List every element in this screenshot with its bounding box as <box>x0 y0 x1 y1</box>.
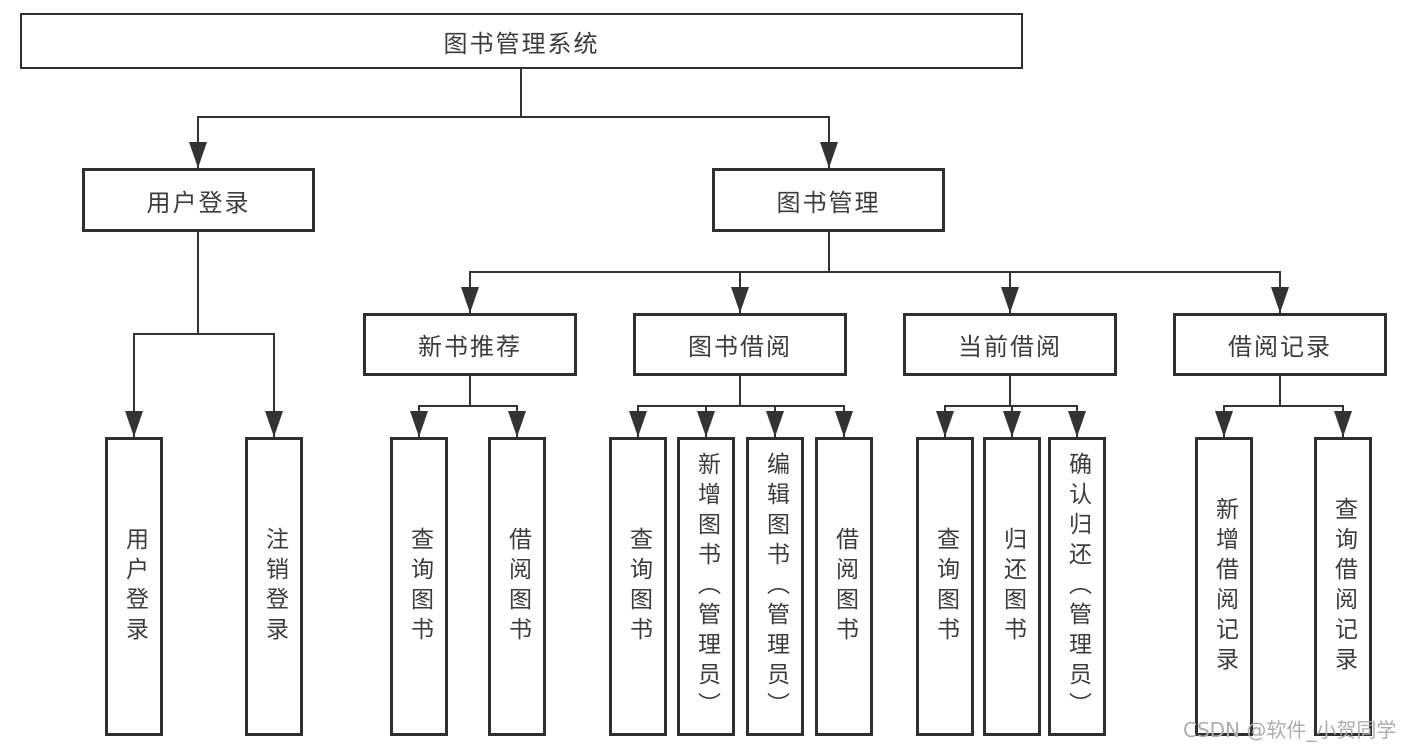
arrow-down-icon <box>1334 411 1352 437</box>
csdn-watermark: CSDN @软件_小贺同学 <box>1183 718 1397 742</box>
node-label: 新增借阅记录 <box>1211 496 1238 677</box>
leaf-edit-book-admin: 编辑图书（管理员） <box>746 437 804 736</box>
connector-book-management-stub <box>828 232 830 272</box>
arrow-down-icon <box>410 411 428 437</box>
connector-new-book-recommend-rail <box>419 405 517 407</box>
connector-new-book-recommend-stub <box>469 376 471 406</box>
node-label: 查询图书 <box>625 526 652 647</box>
connector-user-login-stub <box>197 232 199 334</box>
connector-root-rail <box>198 116 829 118</box>
connector-book-management-rail <box>470 271 1280 273</box>
connector-drop-leaf-user-login <box>133 333 135 437</box>
leaf-logout: 注销登录 <box>245 437 303 736</box>
arrow-down-icon <box>1271 287 1289 313</box>
arrow-down-icon <box>835 411 853 437</box>
connector-drop-leaf-logout <box>273 333 275 437</box>
node-current-borrow: 当前借阅 <box>903 313 1117 376</box>
node-label: 归还图书 <box>999 526 1026 647</box>
node-label: 编辑图书（管理员） <box>762 451 789 722</box>
connector-root-trunk <box>520 69 522 117</box>
node-label: 查询借阅记录 <box>1330 496 1357 677</box>
node-label: 用户登录 <box>146 188 251 217</box>
arrow-down-icon <box>629 411 647 437</box>
arrow-down-icon <box>936 411 954 437</box>
arrow-down-icon <box>731 287 749 313</box>
leaf-borrow-books: 借阅图书 <box>815 437 873 736</box>
leaf-user-login: 用户登录 <box>105 437 163 736</box>
arrow-down-icon <box>265 411 283 437</box>
leaf-query-books-borrow: 查询图书 <box>609 437 667 736</box>
node-label: 图书管理 <box>776 188 881 217</box>
arrow-down-icon <box>1001 287 1019 313</box>
leaf-return-books: 归还图书 <box>983 437 1041 736</box>
connector-book-borrow-rail <box>638 405 844 407</box>
node-label: 确认归还（管理员） <box>1064 451 1091 722</box>
arrow-down-icon <box>766 411 784 437</box>
arrow-down-icon <box>461 287 479 313</box>
arrow-down-icon <box>125 411 143 437</box>
connector-borrow-records-stub <box>1279 376 1281 406</box>
connector-book-borrow-stub <box>739 376 741 406</box>
node-label: 查询图书 <box>406 526 433 647</box>
leaf-confirm-return-admin: 确认归还（管理员） <box>1048 437 1106 736</box>
node-label: 用户登录 <box>121 526 148 647</box>
node-label: 查询图书 <box>932 526 959 647</box>
node-label: 新增图书（管理员） <box>693 451 720 722</box>
node-book-borrow: 图书借阅 <box>633 313 847 376</box>
leaf-query-borrow-record: 查询借阅记录 <box>1314 437 1372 736</box>
leaf-add-borrow-record: 新增借阅记录 <box>1195 437 1253 736</box>
node-label: 图书借阅 <box>688 333 792 361</box>
leaf-borrow-books-recommend: 借阅图书 <box>488 437 546 736</box>
node-new-book-recommend: 新书推荐 <box>363 313 577 376</box>
connector-borrow-records-rail <box>1224 405 1343 407</box>
node-label: 借阅图书 <box>504 526 531 647</box>
arrow-down-icon <box>820 142 838 168</box>
leaf-query-books-recommend: 查询图书 <box>390 437 448 736</box>
arrow-down-icon <box>1068 411 1086 437</box>
leaf-add-book-admin: 新增图书（管理员） <box>677 437 735 736</box>
node-label: 借阅图书 <box>831 526 858 647</box>
node-label: 新书推荐 <box>418 333 522 361</box>
arrow-down-icon <box>1215 411 1233 437</box>
connector-user-login-rail <box>134 333 274 335</box>
node-library-management-system: 图书管理系统 <box>20 13 1023 69</box>
leaf-query-books-current: 查询图书 <box>916 437 974 736</box>
connector-current-borrow-stub <box>1009 376 1011 406</box>
node-label: 图书管理系统 <box>443 29 600 58</box>
node-label: 借阅记录 <box>1228 333 1332 361</box>
arrow-down-icon <box>508 411 526 437</box>
arrow-down-icon <box>697 411 715 437</box>
node-user-login: 用户登录 <box>82 168 315 232</box>
node-label: 当前借阅 <box>958 333 1062 361</box>
node-borrow-records: 借阅记录 <box>1173 313 1387 376</box>
arrow-down-icon <box>1003 411 1021 437</box>
node-book-management: 图书管理 <box>712 168 945 232</box>
node-label: 注销登录 <box>261 526 288 647</box>
arrow-down-icon <box>189 142 207 168</box>
